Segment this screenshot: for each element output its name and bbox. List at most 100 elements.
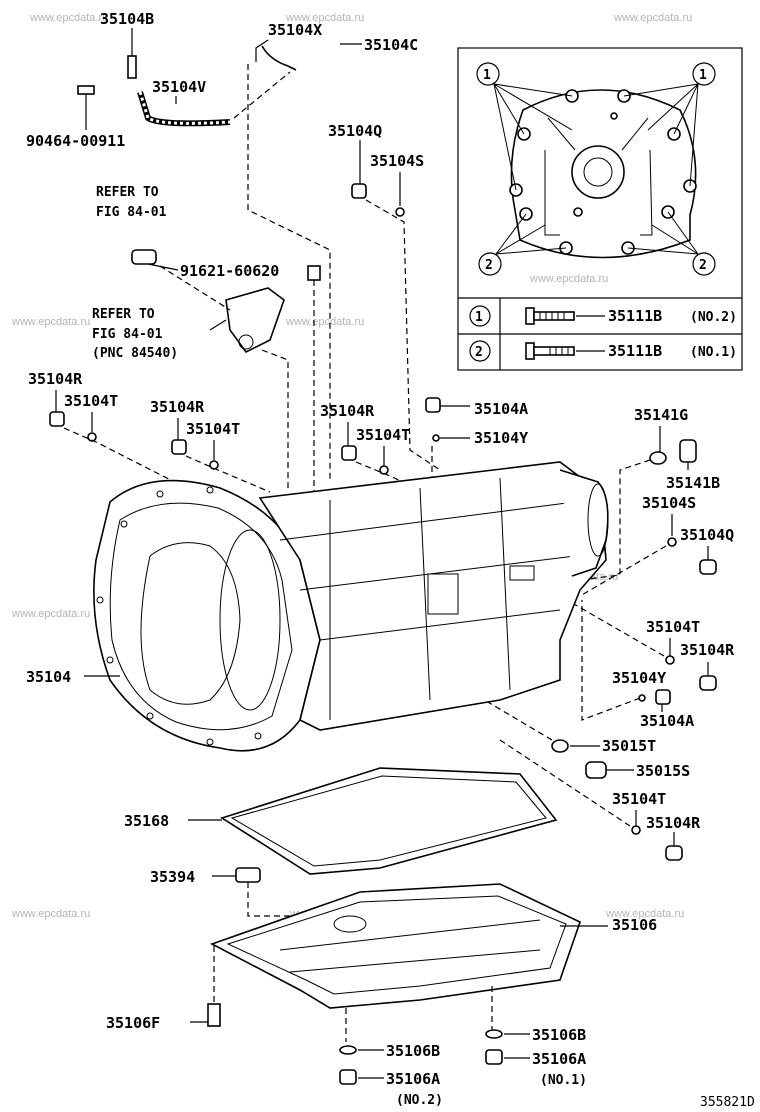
watermark: www.epcdata.ru xyxy=(529,273,608,285)
watermark: www.epcdata.ru xyxy=(11,608,90,620)
inset-bolt-detail: 1 1 2 2 1 35111B (NO.2) 2 35111B (NO.1) xyxy=(457,47,743,371)
part-label-35104R: 35104R xyxy=(150,398,205,416)
o-ring-icon xyxy=(649,451,667,465)
bolt-icon xyxy=(207,1003,221,1027)
legend-number: 2 xyxy=(475,345,483,360)
plug-icon xyxy=(49,411,65,427)
plug-icon xyxy=(665,845,683,861)
part-label-35141B: 35141B xyxy=(666,474,720,492)
part-label-35106A: 35106A xyxy=(532,1050,586,1068)
part-label-35104V: 35104V xyxy=(152,78,206,96)
part-label-35104T: 35104T xyxy=(612,790,666,808)
gasket-icon xyxy=(395,207,405,217)
oil-pan-gasket-35168: 35168 xyxy=(124,767,558,875)
part-label-35015S: 35015S xyxy=(636,762,690,780)
bolt-icon xyxy=(655,689,671,705)
oil-pan-35106: 35106 xyxy=(209,883,657,1009)
transmission-flange-view xyxy=(509,89,697,259)
breather-plug-icon xyxy=(127,55,137,79)
watermark: www.epcdata.ru xyxy=(29,12,108,24)
filter-35394: 35394 xyxy=(150,867,301,960)
callout-circle xyxy=(692,252,716,276)
gasket-icon xyxy=(667,537,677,547)
part-label-35104S: 35104S xyxy=(642,494,696,512)
legend-part: 35111B xyxy=(608,342,662,360)
part-label-35104Q: 35104Q xyxy=(328,122,382,140)
bottom-fasteners: 35106F 35106B 35106A (NO.2) 35106B 35106… xyxy=(106,946,587,1108)
washer-icon xyxy=(485,1029,503,1039)
upper-plugs: 35104Q 35104S xyxy=(328,122,441,471)
callout-number: 1 xyxy=(483,68,491,83)
speed-sensor-icon xyxy=(225,287,285,354)
gasket-icon xyxy=(379,465,389,475)
part-label-91621-60620: 91621-60620 xyxy=(180,262,279,280)
right-side-parts: 35141G 35141B 35104S 35104Q 35104T 35104… xyxy=(399,406,735,861)
part-label-35104R: 35104R xyxy=(646,814,701,832)
qualifier-note: (NO.2) xyxy=(396,1093,443,1108)
part-label-35106B: 35106B xyxy=(532,1026,586,1044)
part-label-35104Y: 35104Y xyxy=(612,669,666,687)
legend-qualifier: (NO.1) xyxy=(690,345,737,360)
o-ring-icon xyxy=(551,739,569,753)
refer-note: REFER TO xyxy=(96,185,159,200)
drain-plug-icon xyxy=(585,761,607,779)
long-bolt-icon xyxy=(525,307,575,325)
part-label-35106F: 35106F xyxy=(106,1014,160,1032)
refer-note: REFER TO xyxy=(92,307,155,322)
part-label-35104Q: 35104Q xyxy=(680,526,734,544)
part-label-35104Y: 35104Y xyxy=(474,429,528,447)
refer-note: FIG 84-01 xyxy=(92,327,163,342)
refer-note: (PNC 84540) xyxy=(92,346,178,361)
bolt-icon xyxy=(425,397,441,413)
part-label-35104A: 35104A xyxy=(640,712,694,730)
part-label-35104R: 35104R xyxy=(28,370,83,388)
gasket-icon xyxy=(209,460,219,470)
refer-note: FIG 84-01 xyxy=(96,205,167,220)
gasket-icon xyxy=(87,432,97,442)
callout-circle xyxy=(692,62,716,86)
left-plugs: 35104R 35104T 35104R 35104T 35104R 35104… xyxy=(28,370,421,501)
part-label-35168: 35168 xyxy=(124,812,169,830)
part-label-35104T: 35104T xyxy=(356,426,410,444)
breather-hose-icon xyxy=(137,91,231,127)
legend-part: 35111B xyxy=(608,307,662,325)
callout-circle xyxy=(478,252,502,276)
gasket-icon xyxy=(665,655,675,665)
refer-notes: REFER TO FIG 84-01 91621-60620 REFER TO … xyxy=(92,185,321,500)
callout-number: 2 xyxy=(699,258,707,273)
callout-circle xyxy=(476,62,500,86)
short-bolt-icon xyxy=(525,342,575,360)
plug-icon xyxy=(679,439,697,463)
part-label-35104B: 35104B xyxy=(100,10,154,28)
part-label-35104A: 35104A xyxy=(474,400,528,418)
part-label-35104T: 35104T xyxy=(64,392,118,410)
drain-plug-icon xyxy=(485,1049,503,1065)
part-label-35104R: 35104R xyxy=(680,641,735,659)
watermark: www.epcdata.ru xyxy=(613,12,692,24)
part-label-35104T: 35104T xyxy=(186,420,240,438)
bolt-icon xyxy=(307,265,321,281)
watermark: www.epcdata.ru xyxy=(11,316,90,328)
clip-icon xyxy=(77,85,95,95)
part-label-35104X: 35104X xyxy=(268,21,322,39)
plug-icon xyxy=(341,445,357,461)
legend-number: 1 xyxy=(475,310,483,325)
breather-hose-group: 35104B 35104X 35104C 35104V 90464-00911 xyxy=(26,10,418,480)
part-label-35141G: 35141G xyxy=(634,406,688,424)
watermark: www.epcdata.ru xyxy=(11,908,90,920)
part-label-35104S: 35104S xyxy=(370,152,424,170)
qualifier-note: (NO.1) xyxy=(540,1073,587,1088)
plug-icon xyxy=(699,559,717,575)
washer-icon xyxy=(339,1045,357,1055)
part-label-35015T: 35015T xyxy=(602,737,656,755)
part-label-90464-00911: 90464-00911 xyxy=(26,132,125,150)
watermark: www.epcdata.ru xyxy=(605,908,684,920)
legend-qualifier: (NO.2) xyxy=(690,310,737,325)
plug-icon xyxy=(351,183,367,199)
watermark: www.epcdata.ru xyxy=(285,316,364,328)
part-label-35106A: 35106A xyxy=(386,1070,440,1088)
callout-number: 2 xyxy=(485,258,493,273)
sensor-bolt-icon xyxy=(131,249,157,265)
part-label-35104R: 35104R xyxy=(320,402,375,420)
